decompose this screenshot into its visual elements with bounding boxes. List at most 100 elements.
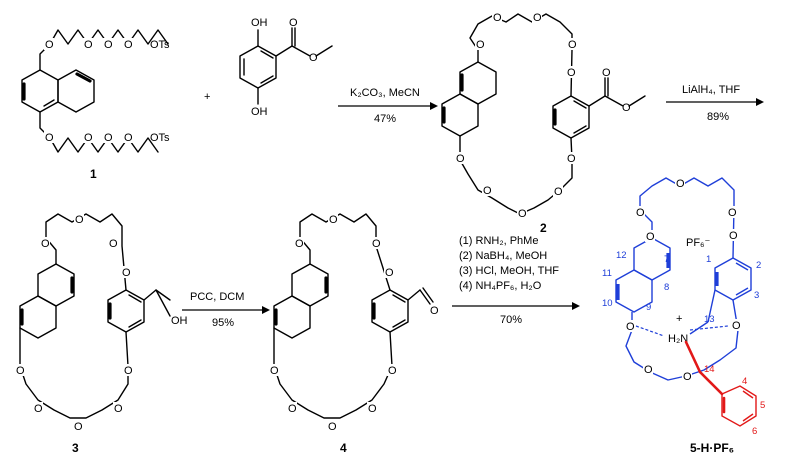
compound-5-structure: O O O O O O O O O H₂N + PF₆⁻	[602, 177, 765, 455]
arrow-3-reagents: PCC, DCM	[190, 291, 244, 303]
atom-o: O	[385, 267, 394, 279]
arrow-4-reagent-2: (2) NaBH₄, MeOH	[459, 250, 547, 262]
atom-o: O	[644, 364, 653, 376]
arrow-4-yield: 70%	[500, 314, 522, 326]
atom-o: O	[567, 153, 576, 165]
arrow-4-reagent-1: (1) RNH₂, PhMe	[459, 235, 538, 247]
atom-o: O	[568, 39, 577, 51]
arrow-3-yield: 95%	[212, 317, 234, 329]
atom-o: O	[476, 39, 485, 51]
reaction-arrow-2: LiAlH₄, THF 89%	[666, 84, 764, 123]
compound-label-1: 1	[90, 167, 97, 181]
atom-o: O	[109, 238, 118, 250]
arrow-4-reagent-4: (4) NH₄PF₆, H₂O	[459, 280, 542, 292]
atom-o: O	[533, 12, 542, 24]
reaction-arrow-4: (1) RNH₂, PhMe (2) NaBH₄, MeOH (3) HCl, …	[452, 235, 580, 326]
atom-o: O	[388, 365, 397, 377]
atom-o: O	[329, 214, 338, 226]
compound-label-5: 5-H·PF₆	[690, 441, 734, 455]
arrow-2-reagents: LiAlH₄, THF	[682, 84, 740, 96]
atom-o: O	[124, 365, 133, 377]
label-1: 1	[706, 254, 711, 265]
atom-o: O	[104, 39, 113, 51]
atom-o: O	[567, 67, 576, 79]
atom-o: O	[75, 214, 84, 226]
counterion-pf6: PF₆⁻	[686, 237, 710, 249]
label-13: 13	[704, 314, 715, 325]
atom-oh: OH	[251, 17, 268, 29]
atom-h2n: H₂N	[668, 333, 688, 345]
atom-o: O	[368, 403, 377, 415]
atom-o: O	[372, 238, 381, 250]
atom-o: O	[518, 208, 527, 220]
label-14: 14	[704, 364, 715, 375]
atom-o: O	[114, 403, 123, 415]
label-2: 2	[756, 260, 761, 271]
atom-o: O	[84, 132, 93, 144]
atom-o: O	[732, 320, 741, 332]
atom-oh: OH	[171, 315, 188, 327]
ammonium-charge: +	[676, 313, 682, 325]
atom-o: O	[124, 39, 133, 51]
atom-o: O	[288, 403, 297, 415]
label-7: 7	[664, 254, 669, 265]
atom-o: O	[295, 238, 304, 250]
compound-4-structure: O O O O O O O O O O 4	[269, 213, 439, 455]
atom-o: O	[493, 12, 502, 24]
atom-o: O	[683, 371, 692, 383]
label-8: 8	[664, 282, 669, 293]
atom-o: O	[41, 238, 50, 250]
atom-o: O	[430, 305, 439, 317]
arrow-1-reagents: K₂CO₃, MeCN	[350, 87, 420, 99]
atom-o: O	[122, 267, 131, 279]
atom-o: O	[626, 321, 635, 333]
atom-o: O	[124, 132, 133, 144]
atom-o: O	[483, 185, 492, 197]
atom-o: O	[309, 52, 318, 64]
atom-o: O	[289, 17, 298, 29]
atom-o: O	[456, 153, 465, 165]
atom-o: O	[729, 230, 738, 242]
atom-o: O	[104, 132, 113, 144]
arrow-1-yield: 47%	[374, 113, 396, 125]
label-9: 9	[646, 302, 651, 313]
compound-label-4: 4	[340, 441, 347, 455]
atom-ots: OTs	[150, 132, 170, 144]
label-11: 11	[602, 268, 612, 279]
atom-o: O	[270, 365, 279, 377]
atom-o: O	[636, 207, 645, 219]
atom-o: O	[646, 231, 655, 243]
label-4: 4	[742, 376, 747, 387]
atom-o: O	[328, 421, 337, 433]
atom-oh: OH	[251, 106, 268, 118]
label-6: 6	[752, 426, 757, 437]
compound-3-structure: OH O O O O O O O O O 3	[15, 213, 188, 455]
arrow-2-yield: 89%	[707, 111, 729, 123]
atom-o: O	[728, 207, 737, 219]
compound-2-structure: O O O O O O O O O O O O 2	[441, 11, 646, 235]
atom-o: O	[45, 39, 54, 51]
reaction-arrow-1: K₂CO₃, MeCN 47%	[338, 87, 438, 125]
compound-label-2: 2	[540, 221, 547, 235]
label-12: 12	[616, 250, 627, 261]
atom-o: O	[84, 39, 93, 51]
plus-sign: +	[204, 91, 210, 103]
atom-o: O	[34, 403, 43, 415]
compound-label-3: 3	[72, 441, 79, 455]
dihydroxybenzoate-structure: OH OH O O	[239, 17, 333, 118]
atom-o: O	[602, 67, 611, 79]
atom-ots: OTs	[150, 39, 170, 51]
reaction-arrow-3: PCC, DCM 95%	[182, 291, 270, 329]
label-10: 10	[602, 298, 613, 309]
atom-o: O	[622, 102, 631, 114]
atom-o: O	[74, 421, 83, 433]
atom-o: O	[16, 365, 25, 377]
label-3: 3	[754, 290, 759, 301]
label-5: 5	[760, 400, 765, 411]
atom-o: O	[45, 132, 54, 144]
atom-o: O	[554, 186, 563, 198]
compound-1-structure: O O O O OTs O O O O OTs 1	[21, 29, 170, 181]
arrow-4-reagent-3: (3) HCl, MeOH, THF	[459, 265, 559, 277]
atom-o: O	[676, 178, 685, 190]
